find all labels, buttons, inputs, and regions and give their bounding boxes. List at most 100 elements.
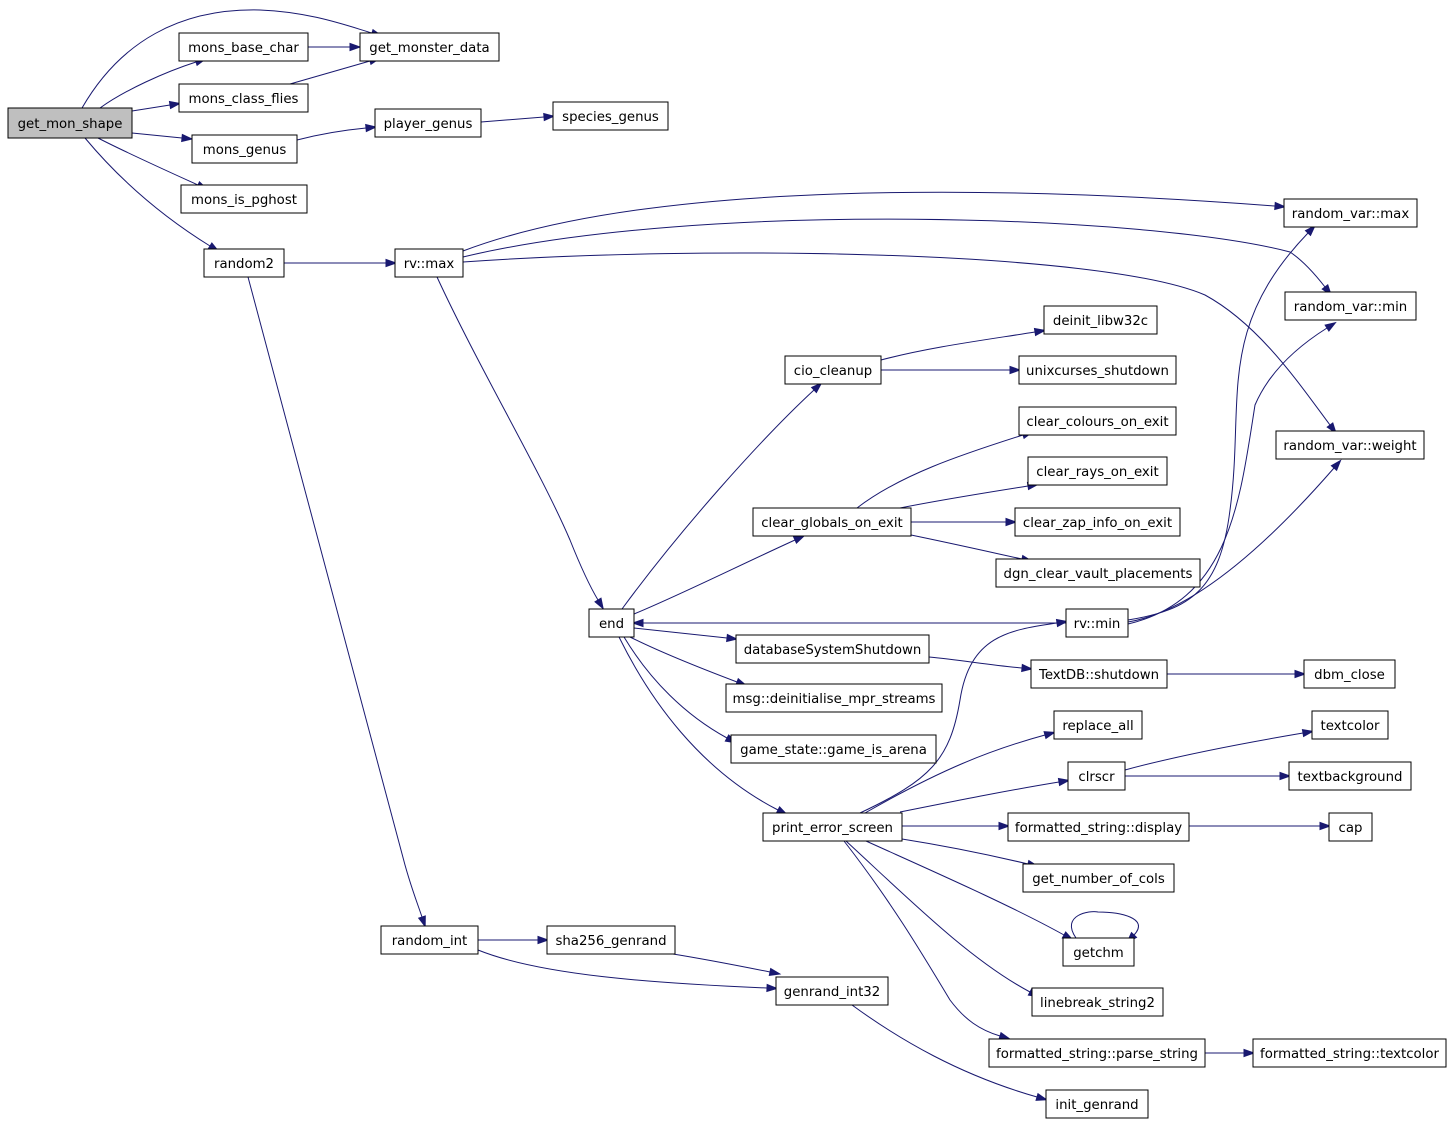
node-clear_rays_on_exit[interactable]: clear_rays_on_exit bbox=[1027, 456, 1168, 486]
node-rv_max[interactable]: rv::max bbox=[394, 248, 464, 278]
edge-clrscr-to-textbackground bbox=[1125, 771, 1292, 781]
node-textcolor[interactable]: textcolor bbox=[1311, 710, 1389, 740]
node-get_number_of_cols[interactable]: get_number_of_cols bbox=[1022, 863, 1175, 893]
node-label: rv::min bbox=[1074, 617, 1121, 632]
node-game_state_game_is_arena[interactable]: game_state::game_is_arena bbox=[730, 734, 937, 764]
node-box[interactable] bbox=[380, 925, 479, 955]
node-box[interactable] bbox=[359, 32, 500, 62]
node-player_genus[interactable]: player_genus bbox=[374, 108, 482, 138]
node-rv_min[interactable]: rv::min bbox=[1065, 608, 1129, 638]
node-getchm[interactable]: getchm bbox=[1062, 937, 1135, 967]
node-box[interactable] bbox=[7, 107, 133, 139]
node-box[interactable] bbox=[775, 976, 889, 1006]
node-random_var_weight[interactable]: random_var::weight bbox=[1275, 430, 1425, 460]
arrow-head bbox=[1304, 224, 1316, 237]
node-box[interactable] bbox=[735, 634, 930, 664]
node-box[interactable] bbox=[1018, 406, 1177, 436]
node-box[interactable] bbox=[588, 608, 635, 638]
node-label: clear_rays_on_exit bbox=[1036, 465, 1158, 480]
node-clrscr[interactable]: clrscr bbox=[1067, 761, 1126, 791]
arrow-head bbox=[537, 935, 550, 945]
node-clear_zap_info_on_exit[interactable]: clear_zap_info_on_exit bbox=[1014, 507, 1181, 537]
node-dgn_clear_vault_placements[interactable]: dgn_clear_vault_placements bbox=[995, 558, 1201, 588]
node-init_genrand[interactable]: init_genrand bbox=[1045, 1089, 1149, 1119]
node-clear_globals_on_exit[interactable]: clear_globals_on_exit bbox=[752, 507, 912, 537]
node-databaseSystemShutdown[interactable]: databaseSystemShutdown bbox=[735, 634, 930, 664]
node-clear_colours_on_exit[interactable]: clear_colours_on_exit bbox=[1018, 406, 1177, 436]
node-box[interactable] bbox=[1022, 863, 1175, 893]
edge-end-to-cio_cleanup bbox=[621, 382, 823, 610]
node-label: databaseSystemShutdown bbox=[744, 643, 922, 658]
node-box[interactable] bbox=[784, 355, 882, 385]
node-box[interactable] bbox=[552, 101, 669, 131]
node-box[interactable] bbox=[1007, 812, 1190, 842]
node-box[interactable] bbox=[1030, 659, 1168, 689]
node-box[interactable] bbox=[1062, 937, 1135, 967]
node-box[interactable] bbox=[180, 184, 308, 214]
node-formatted_string_display[interactable]: formatted_string::display bbox=[1007, 812, 1190, 842]
node-formatted_string_parse_string[interactable]: formatted_string::parse_string bbox=[988, 1038, 1206, 1068]
node-box[interactable] bbox=[752, 507, 912, 537]
node-box[interactable] bbox=[1252, 1038, 1447, 1068]
node-sha256_genrand[interactable]: sha256_genrand bbox=[546, 925, 676, 955]
node-label: get_monster_data bbox=[369, 41, 489, 56]
node-deinit_libw32c[interactable]: deinit_libw32c bbox=[1043, 305, 1158, 335]
node-print_error_screen[interactable]: print_error_screen bbox=[762, 812, 903, 842]
node-get_mon_shape[interactable]: get_mon_shape bbox=[7, 107, 133, 139]
node-random_var_min[interactable]: random_var::min bbox=[1284, 291, 1417, 321]
node-linebreak_string2[interactable]: linebreak_string2 bbox=[1031, 987, 1164, 1017]
node-unixcurses_shutdown[interactable]: unixcurses_shutdown bbox=[1018, 355, 1177, 385]
node-mons_class_flies[interactable]: mons_class_flies bbox=[178, 83, 309, 113]
node-species_genus[interactable]: species_genus bbox=[552, 101, 669, 131]
node-box[interactable] bbox=[1284, 291, 1417, 321]
node-cap[interactable]: cap bbox=[1328, 812, 1373, 842]
node-box[interactable] bbox=[1065, 608, 1129, 638]
node-box[interactable] bbox=[1288, 761, 1412, 791]
node-textbackground[interactable]: textbackground bbox=[1288, 761, 1412, 791]
node-msg_deinitialise_mpr_streams[interactable]: msg::deinitialise_mpr_streams bbox=[725, 683, 943, 713]
node-dbm_close[interactable]: dbm_close bbox=[1303, 659, 1396, 689]
node-box[interactable] bbox=[203, 248, 285, 278]
node-formatted_string_textcolor[interactable]: formatted_string::textcolor bbox=[1252, 1038, 1447, 1068]
edge-line bbox=[289, 60, 371, 85]
node-box[interactable] bbox=[191, 134, 298, 164]
node-box[interactable] bbox=[1043, 305, 1158, 335]
node-box[interactable] bbox=[1311, 710, 1389, 740]
node-TextDB_shutdown[interactable]: TextDB::shutdown bbox=[1030, 659, 1168, 689]
node-random_var_max[interactable]: random_var::max bbox=[1283, 198, 1418, 228]
node-box[interactable] bbox=[1045, 1089, 1149, 1119]
node-box[interactable] bbox=[1067, 761, 1126, 791]
edge-line bbox=[296, 127, 367, 141]
node-box[interactable] bbox=[1275, 430, 1425, 460]
node-box[interactable] bbox=[374, 108, 482, 138]
node-box[interactable] bbox=[546, 925, 676, 955]
node-box[interactable] bbox=[1283, 198, 1418, 228]
node-box[interactable] bbox=[1014, 507, 1181, 537]
node-mons_base_char[interactable]: mons_base_char bbox=[178, 32, 309, 62]
node-box[interactable] bbox=[1027, 456, 1168, 486]
node-box[interactable] bbox=[1031, 987, 1164, 1017]
node-box[interactable] bbox=[730, 734, 937, 764]
node-box[interactable] bbox=[1053, 710, 1143, 740]
node-box[interactable] bbox=[1018, 355, 1177, 385]
node-get_monster_data[interactable]: get_monster_data bbox=[359, 32, 500, 62]
node-box[interactable] bbox=[178, 83, 309, 113]
node-end[interactable]: end bbox=[588, 608, 635, 638]
node-box[interactable] bbox=[1303, 659, 1396, 689]
node-random2[interactable]: random2 bbox=[203, 248, 285, 278]
node-label: random_var::weight bbox=[1283, 439, 1416, 454]
node-label: getchm bbox=[1073, 946, 1124, 961]
node-box[interactable] bbox=[1328, 812, 1373, 842]
node-cio_cleanup[interactable]: cio_cleanup bbox=[784, 355, 882, 385]
node-box[interactable] bbox=[762, 812, 903, 842]
node-genrand_int32[interactable]: genrand_int32 bbox=[775, 976, 889, 1006]
node-box[interactable] bbox=[995, 558, 1201, 588]
node-box[interactable] bbox=[988, 1038, 1206, 1068]
node-mons_genus[interactable]: mons_genus bbox=[191, 134, 298, 164]
node-replace_all[interactable]: replace_all bbox=[1053, 710, 1143, 740]
node-box[interactable] bbox=[178, 32, 309, 62]
node-box[interactable] bbox=[725, 683, 943, 713]
node-mons_is_pghost[interactable]: mons_is_pghost bbox=[180, 184, 308, 214]
node-box[interactable] bbox=[394, 248, 464, 278]
node-random_int[interactable]: random_int bbox=[380, 925, 479, 955]
